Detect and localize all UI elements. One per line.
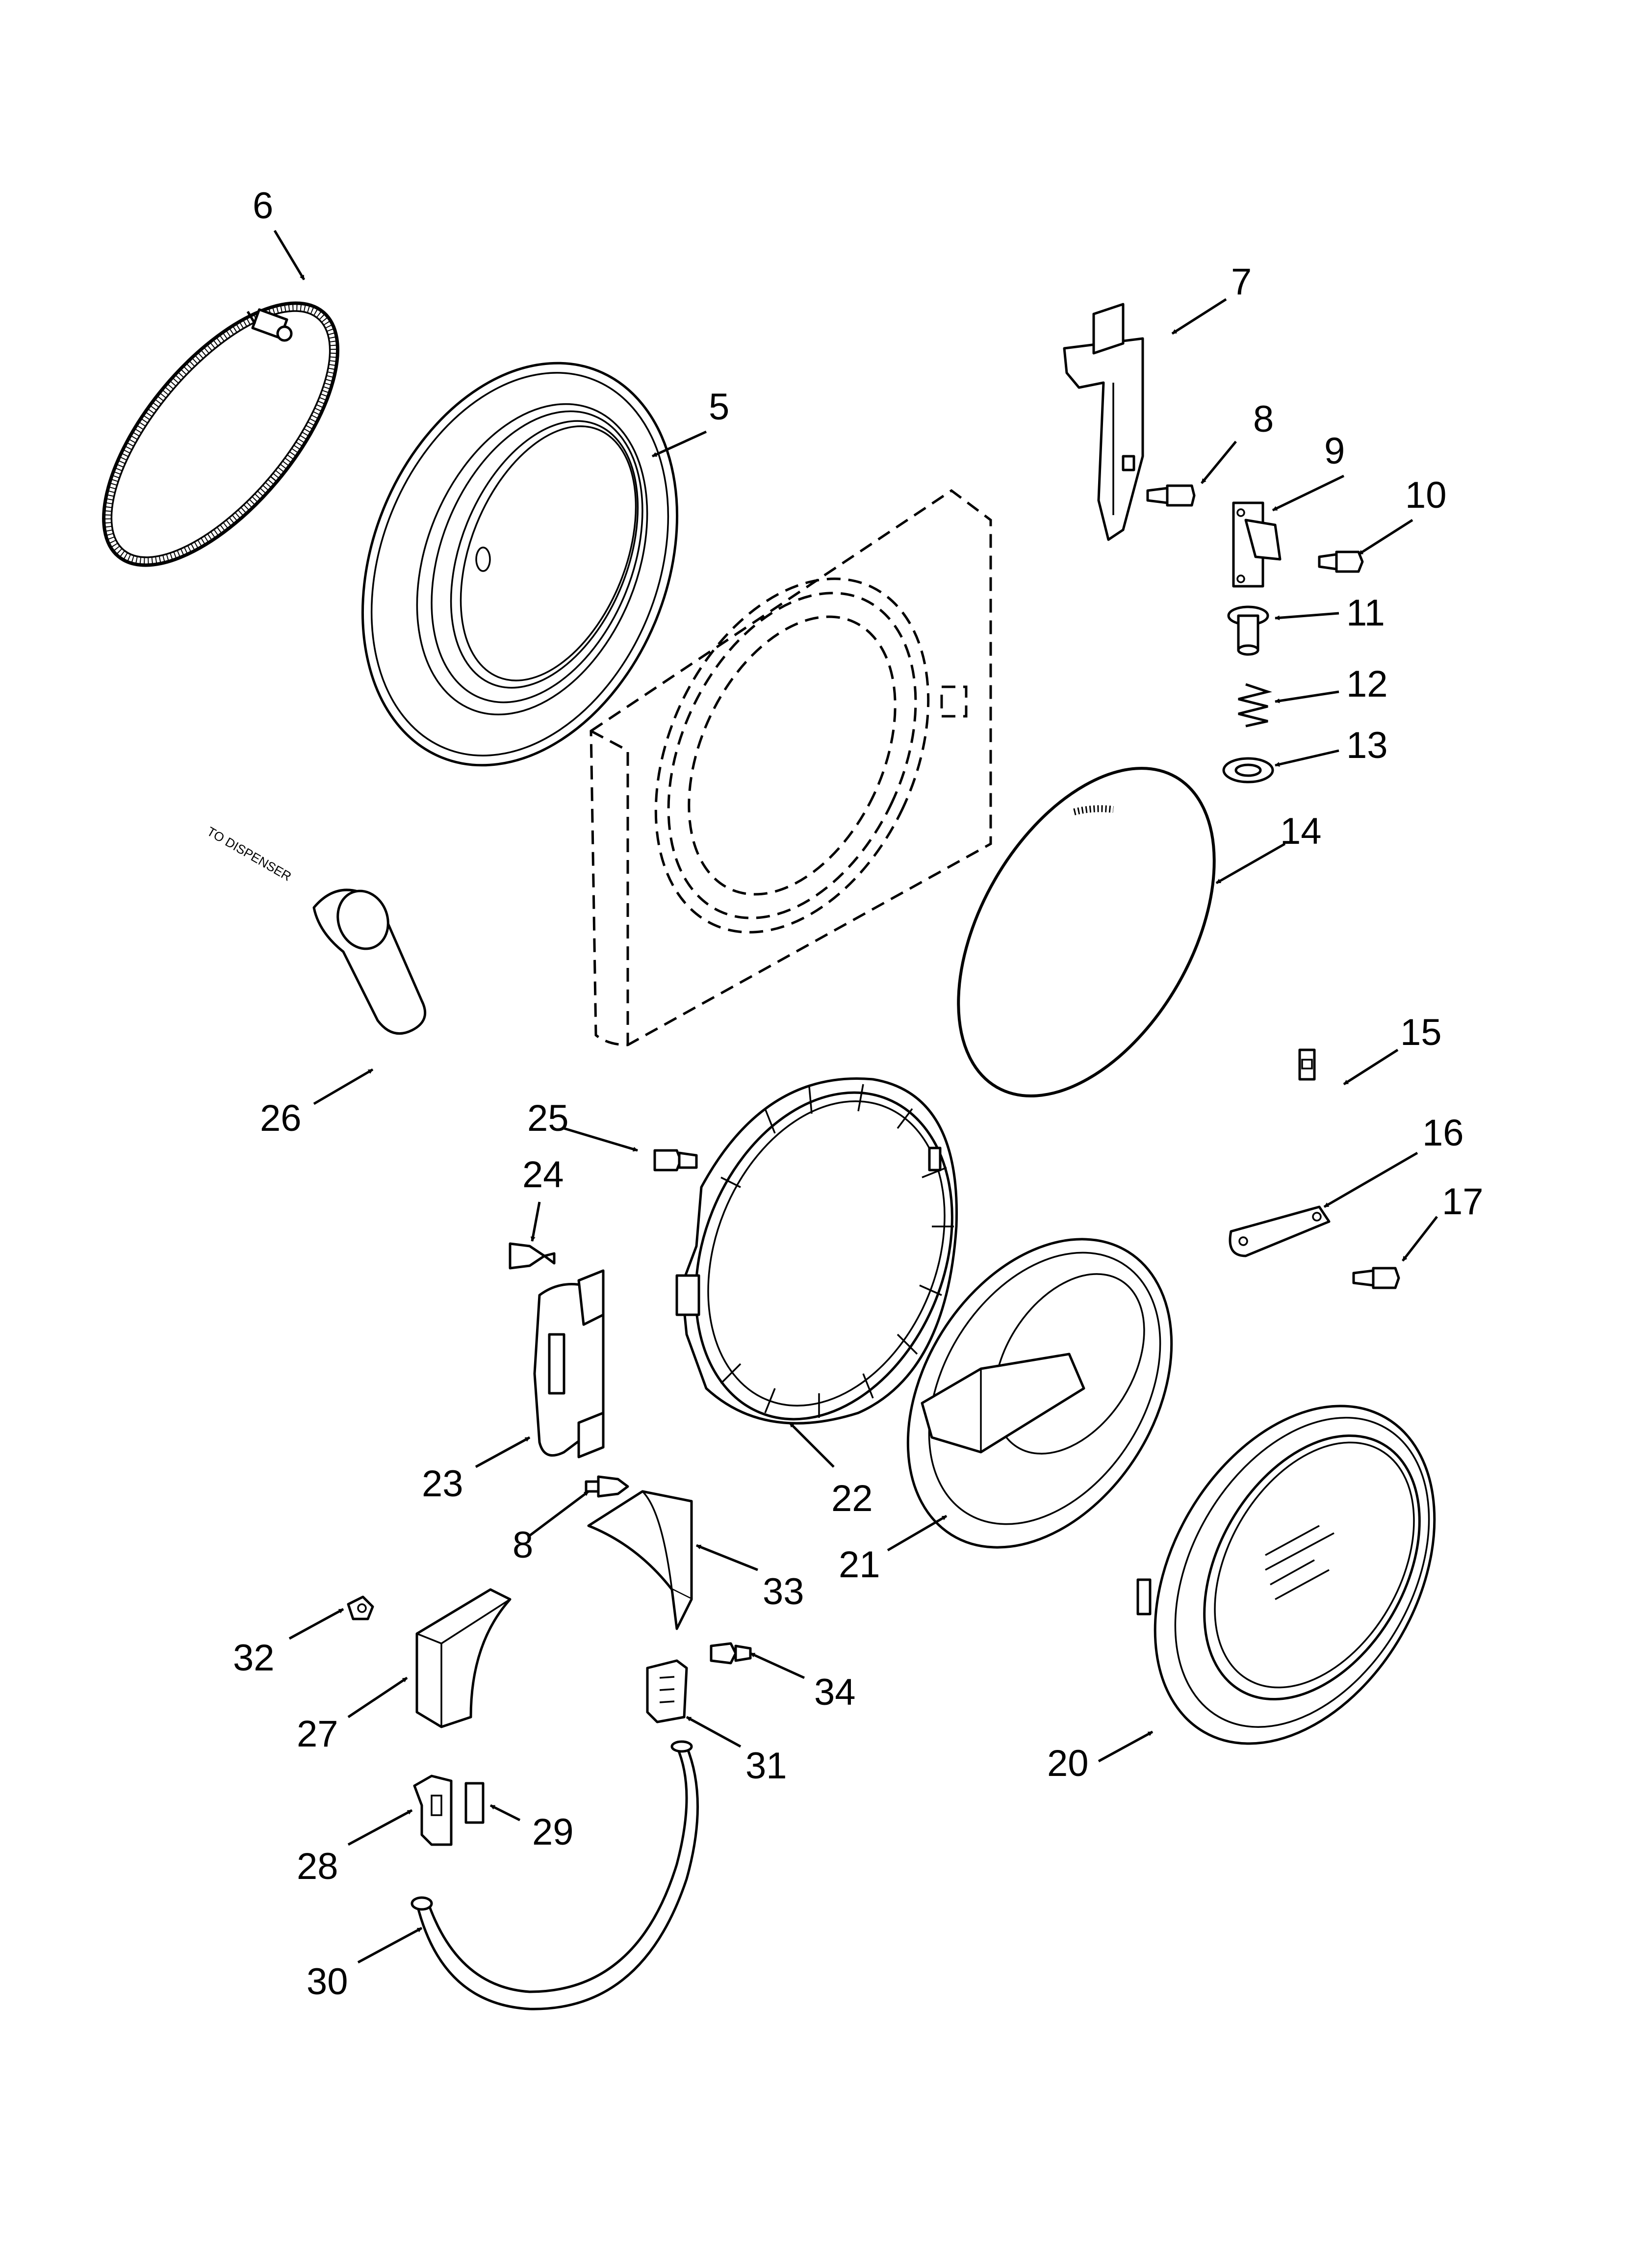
callout-6: 6: [253, 185, 273, 227]
part-28-clip: [413, 1774, 453, 1846]
callout-23: 23: [422, 1463, 463, 1505]
callout-31: 31: [745, 1745, 787, 1787]
callout-32: 32: [233, 1637, 275, 1679]
callout-25: 25: [527, 1097, 569, 1139]
part-11-plunger: [1227, 605, 1269, 656]
callout-8: 8: [1253, 398, 1274, 440]
callout-22: 22: [831, 1478, 873, 1519]
callout-33: 33: [763, 1571, 804, 1613]
part-30-door-trim: [410, 1740, 699, 2010]
callout-27: 27: [297, 1713, 338, 1755]
callout-17: 17: [1442, 1181, 1484, 1223]
part-23-hinge: [533, 1269, 605, 1459]
part-6-clamp-ring: [102, 301, 339, 567]
part-31-handle-insert: [646, 1659, 688, 1723]
front-panel-outline: [590, 489, 992, 1046]
part-8-screw: [1146, 484, 1196, 507]
callout-24: 24: [522, 1154, 564, 1196]
callout-labels: 6 5 7 8 9 10 11 12 13 14 15 16 17 20 21 …: [233, 185, 1484, 2003]
part-26-dispenser-hose: [312, 888, 427, 1035]
callout-28: 28: [297, 1846, 338, 1887]
callout-10: 10: [1405, 474, 1447, 516]
callout-13: 13: [1346, 725, 1388, 766]
part-16-plate: [1229, 1205, 1331, 1257]
callout-9: 9: [1324, 430, 1345, 472]
callout-15: 15: [1400, 1012, 1442, 1053]
callout-30: 30: [307, 1961, 348, 2003]
callout-16: 16: [1422, 1112, 1464, 1154]
part-25-screw: [653, 1149, 698, 1172]
part-21-inner-glass: [906, 1238, 1173, 1549]
callout-11: 11: [1346, 592, 1385, 634]
part-32-button: [347, 1595, 374, 1620]
part-29-tab: [464, 1782, 485, 1824]
part-13-washer: [1222, 757, 1274, 783]
part-24-screw: [509, 1242, 556, 1270]
leader-arrows: [273, 230, 1438, 1964]
part-15-catch: [1298, 1048, 1316, 1081]
part-7-lock-bracket: [1063, 303, 1144, 541]
callout-12: 12: [1346, 663, 1388, 705]
part-20-outer-door: [1136, 1405, 1436, 1745]
part-8-screw-lower: [585, 1475, 629, 1498]
callout-7: 7: [1231, 261, 1252, 303]
part-5-door-bellows: [361, 362, 678, 767]
part-34-screw: [710, 1642, 752, 1665]
callout-34: 34: [814, 1671, 856, 1713]
part-17-screw: [1352, 1267, 1400, 1289]
part-14-gasket-ring: [957, 767, 1216, 1097]
part-33-handle-cover: [587, 1490, 693, 1630]
callout-14: 14: [1280, 810, 1322, 852]
callout-21: 21: [839, 1544, 880, 1586]
callout-29: 29: [532, 1811, 574, 1853]
to-dispenser-note: TO DISPENSER: [205, 824, 294, 884]
callout-20: 20: [1047, 1743, 1089, 1784]
callout-26: 26: [260, 1097, 302, 1139]
part-22-inner-frame: [675, 1077, 958, 1425]
part-9-strike: [1232, 501, 1282, 588]
callout-5: 5: [709, 386, 729, 428]
part-10-screw: [1318, 550, 1364, 573]
part-27-handle: [415, 1588, 512, 1728]
callout-8-lower: 8: [513, 1524, 533, 1566]
part-12-spring: [1238, 683, 1272, 728]
